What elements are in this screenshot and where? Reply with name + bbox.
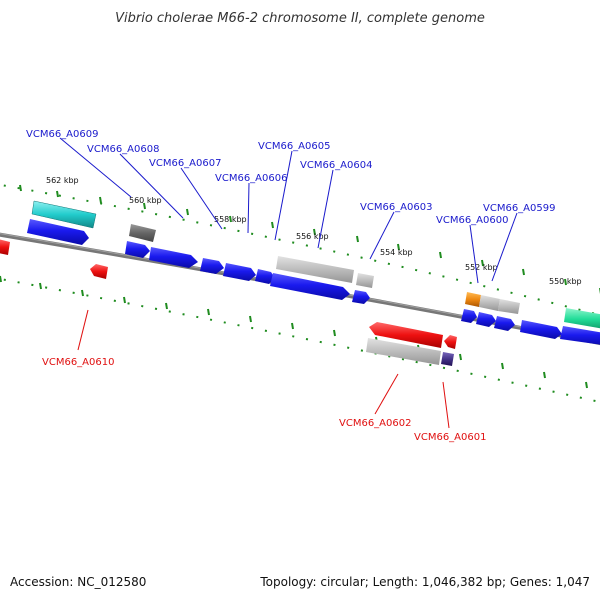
gene-label-vcm66-a0605[interactable]: VCM66_A0605 bbox=[258, 141, 330, 152]
gene-feature-vcm66-a0602-red[interactable] bbox=[369, 322, 443, 348]
scale-label-558: 558 kbp bbox=[214, 215, 247, 224]
gene-feature-grey-a[interactable] bbox=[479, 295, 500, 311]
leader-line-vcm66-a0603 bbox=[369, 211, 395, 260]
gene-feature-vcm66-a0600[interactable] bbox=[461, 309, 477, 323]
gene-feature-vcm66-a0601-red[interactable] bbox=[444, 335, 457, 349]
gene-feature-blue-e[interactable] bbox=[560, 326, 600, 346]
reverse-major-tick bbox=[291, 322, 294, 330]
gene-feature-vcm66-a0604[interactable] bbox=[270, 273, 350, 300]
reverse-major-tick bbox=[501, 362, 504, 370]
scale-labels: 562 kbp 560 kbp 558 kbp 556 kbp 554 kbp … bbox=[46, 176, 582, 286]
gene-feature-vcm66-a0610[interactable] bbox=[90, 264, 108, 279]
forward-major-tick bbox=[271, 221, 274, 229]
leader-line-vcm66-a0602 bbox=[374, 373, 399, 415]
accession-text: Accession: NC_012580 bbox=[10, 575, 146, 589]
gene-label-vcm66-a0610[interactable]: VCM66_A0610 bbox=[42, 357, 114, 368]
leader-line-vcm66-a0599 bbox=[491, 212, 518, 282]
gene-label-vcm66-a0607[interactable]: VCM66_A0607 bbox=[149, 158, 221, 169]
reverse-major-tick bbox=[207, 308, 210, 316]
gene-feature-grey-small[interactable] bbox=[356, 273, 374, 288]
gene-feature-grey-b[interactable] bbox=[498, 299, 520, 314]
gene-label-vcm66-a0600[interactable]: VCM66_A0600 bbox=[436, 215, 508, 226]
leader-line-vcm66-a0607 bbox=[180, 167, 223, 230]
gene-feature-teal[interactable] bbox=[564, 308, 600, 330]
leader-line-vcm66-a0610 bbox=[77, 309, 89, 351]
gene-feature-vcm66-a0608[interactable] bbox=[125, 241, 150, 258]
gene-labels: VCM66_A0609 VCM66_A0608 VCM66_A0607 VCM6… bbox=[26, 129, 555, 443]
genome-summary-text: Topology: circular; Length: 1,046,382 bp… bbox=[259, 575, 590, 589]
scale-label-562: 562 kbp bbox=[46, 176, 79, 185]
gene-feature-blue-c[interactable] bbox=[494, 316, 515, 331]
forward-major-tick bbox=[99, 196, 102, 204]
reverse-major-tick bbox=[585, 381, 588, 389]
gene-label-vcm66-a0602[interactable]: VCM66_A0602 bbox=[339, 418, 411, 429]
gene-feature-orange[interactable] bbox=[465, 292, 481, 307]
forward-major-tick bbox=[356, 235, 359, 243]
reverse-major-tick bbox=[543, 371, 546, 379]
forward-major-tick bbox=[56, 190, 59, 198]
reverse-major-tick bbox=[81, 289, 84, 297]
leader-lines bbox=[59, 137, 518, 429]
gene-feature-vcm66-a0602[interactable] bbox=[366, 338, 441, 365]
gene-label-vcm66-a0601[interactable]: VCM66_A0601 bbox=[414, 432, 486, 443]
reverse-major-tick bbox=[333, 329, 336, 337]
forward-strand-features bbox=[27, 200, 600, 346]
leader-line-vcm66-a0601 bbox=[442, 381, 450, 429]
forward-major-tick bbox=[397, 243, 400, 251]
gene-feature-vcm66-a0601[interactable] bbox=[441, 352, 454, 366]
forward-major-tick bbox=[143, 202, 146, 210]
leader-line-vcm66-a0608 bbox=[119, 153, 184, 219]
reverse-major-tick bbox=[165, 302, 168, 310]
gene-label-vcm66-a0606[interactable]: VCM66_A0606 bbox=[215, 173, 287, 184]
gene-label-vcm66-a0603[interactable]: VCM66_A0603 bbox=[360, 202, 432, 213]
gene-feature-vcm66-a0609[interactable] bbox=[27, 219, 89, 245]
reverse-major-tick bbox=[249, 315, 252, 323]
gene-feature-vcm66-a0603[interactable] bbox=[352, 290, 370, 304]
reverse-major-tick bbox=[39, 282, 42, 290]
forward-major-tick bbox=[229, 215, 232, 223]
leader-line-vcm66-a0600 bbox=[469, 224, 479, 284]
forward-major-tick bbox=[522, 268, 525, 276]
gene-feature-vcm66-a0606-b[interactable] bbox=[223, 263, 256, 281]
gene-label-vcm66-a0599[interactable]: VCM66_A0599 bbox=[483, 203, 555, 214]
gene-label-vcm66-a0609[interactable]: VCM66_A0609 bbox=[26, 129, 98, 140]
gene-label-vcm66-a0608[interactable]: VCM66_A0608 bbox=[87, 144, 159, 155]
leader-line-vcm66-a0609 bbox=[59, 137, 132, 198]
reverse-major-tick bbox=[0, 275, 2, 283]
gene-feature-vcm66-a0605[interactable] bbox=[255, 269, 275, 284]
reverse-major-tick bbox=[459, 353, 462, 361]
forward-major-tick bbox=[19, 184, 22, 192]
gene-feature-red-edge[interactable] bbox=[0, 239, 10, 255]
gene-feature-cyan[interactable] bbox=[31, 200, 97, 229]
gene-feature-vcm66-a0599[interactable] bbox=[476, 312, 496, 327]
gene-feature-vcm66-a0606-a[interactable] bbox=[200, 258, 224, 274]
scale-label-554: 554 kbp bbox=[380, 248, 413, 257]
gene-label-vcm66-a0604[interactable]: VCM66_A0604 bbox=[300, 160, 372, 171]
gene-feature-dark-grey[interactable] bbox=[129, 224, 156, 242]
forward-major-tick bbox=[439, 251, 442, 259]
scale-label-550: 550 kbp bbox=[549, 277, 582, 286]
scale-label-556: 556 kbp bbox=[296, 232, 329, 241]
forward-major-tick bbox=[481, 259, 484, 267]
gene-feature-blue-d[interactable] bbox=[520, 320, 562, 339]
forward-major-tick bbox=[186, 208, 189, 216]
map-title: Vibrio cholerae M66-2 chromosome II, com… bbox=[115, 11, 485, 26]
reverse-strand-features bbox=[0, 239, 457, 366]
forward-major-tick bbox=[564, 278, 567, 286]
reverse-major-tick bbox=[123, 296, 126, 304]
leader-line-vcm66-a0606 bbox=[247, 182, 250, 234]
scale-label-552: 552 kbp bbox=[465, 263, 498, 272]
scale-label-560: 560 kbp bbox=[129, 196, 162, 205]
gene-feature-vcm66-a0607[interactable] bbox=[149, 247, 198, 268]
forward-major-tick bbox=[313, 228, 316, 236]
gene-feature-grey-long[interactable] bbox=[276, 256, 354, 283]
leader-line-vcm66-a0605 bbox=[274, 150, 293, 241]
reverse-tick-track bbox=[0, 277, 600, 403]
leader-line-vcm66-a0604 bbox=[317, 169, 334, 249]
